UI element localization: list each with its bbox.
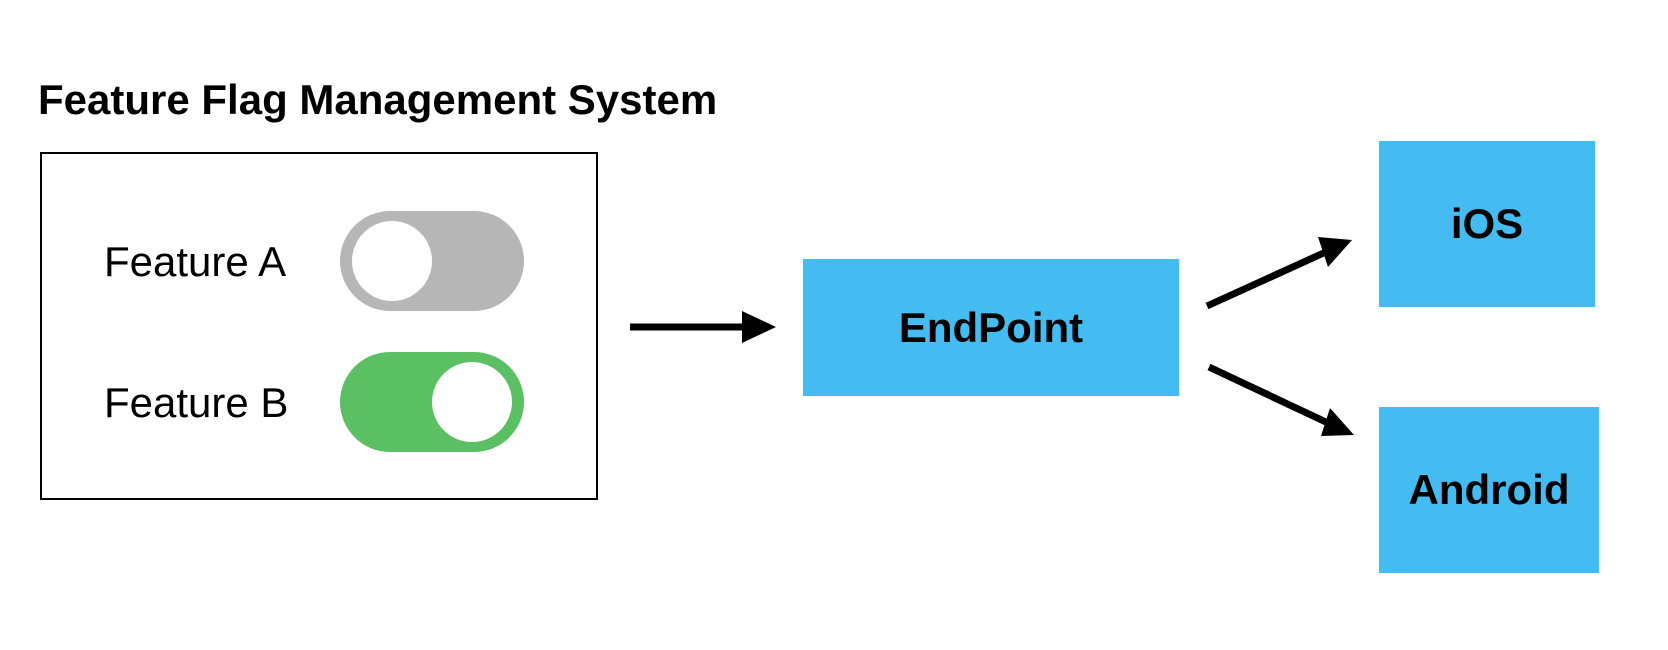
endpoint-to-android-arrow: [1207, 363, 1354, 436]
endpoint-to-ios-arrow: [1205, 237, 1352, 310]
feature-a-toggle-knob: [352, 221, 432, 301]
ios-node: iOS: [1379, 141, 1595, 307]
feature-b-toggle-knob: [432, 362, 512, 442]
feature-b-toggle[interactable]: [340, 352, 524, 452]
feature-b-label: Feature B: [104, 379, 289, 426]
feature-a-label: Feature A: [104, 238, 287, 285]
page-title: Feature Flag Management System: [38, 76, 718, 123]
android-node: Android: [1379, 407, 1599, 573]
panel-to-endpoint-arrow: [630, 311, 776, 343]
feature-a-toggle[interactable]: [340, 211, 524, 311]
feature-flag-panel: Feature A Feature B: [40, 152, 598, 500]
endpoint-node: EndPoint: [803, 259, 1179, 396]
